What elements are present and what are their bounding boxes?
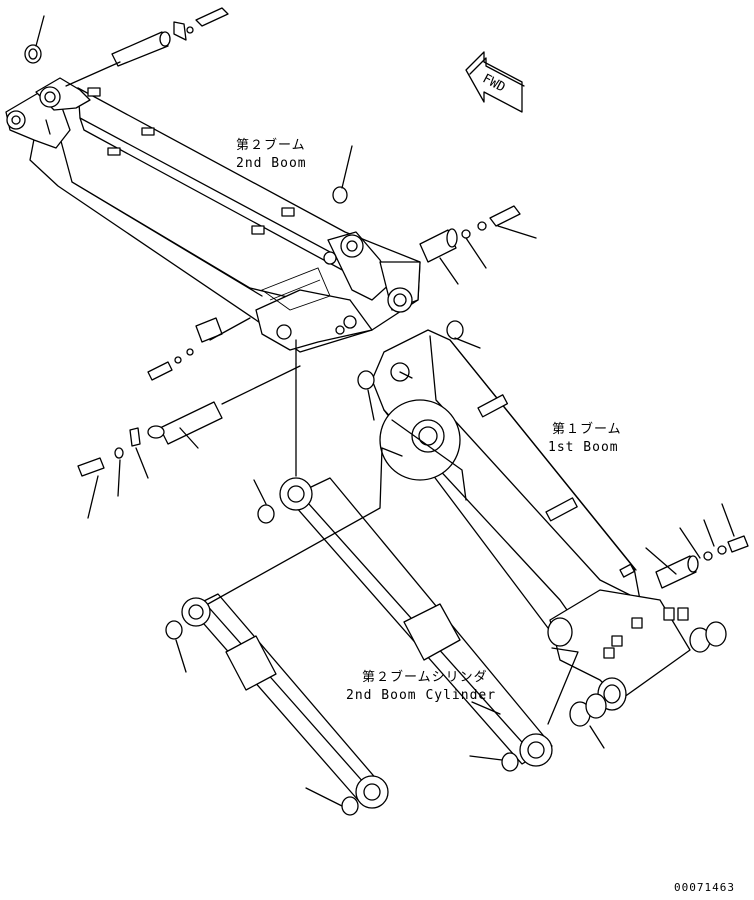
boom-cylinders-drawing xyxy=(165,339,579,816)
first-boom-label-en: 1st Boom xyxy=(548,440,619,455)
boom-joint-pin-parts xyxy=(332,145,537,285)
first-boom-drawing xyxy=(371,329,691,711)
figure-number: 00071463 xyxy=(674,881,735,894)
second-boom-label-en: 2nd Boom xyxy=(236,156,307,171)
boom-foot-pin-parts xyxy=(357,320,749,749)
second-boom-drawing xyxy=(5,77,421,353)
first-boom-label-jp: 第１ブーム xyxy=(552,422,622,437)
cylinder-label-jp: 第２ブームシリンダ xyxy=(362,670,488,685)
cylinder-head-pin-parts xyxy=(77,317,301,519)
cylinder-label-en: 2nd Boom Cylinder xyxy=(346,688,497,703)
top-pin-parts xyxy=(24,7,229,87)
fwd-arrow-icon xyxy=(465,51,525,113)
second-boom-label-jp: 第２ブーム xyxy=(236,138,306,153)
